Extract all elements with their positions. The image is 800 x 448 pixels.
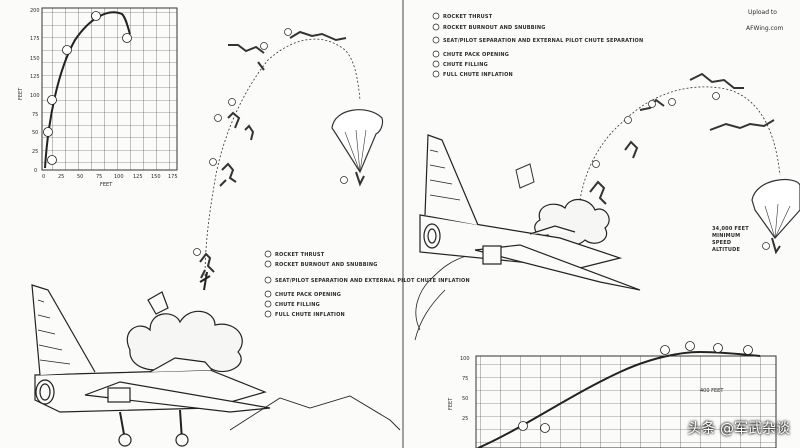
upload-credit: Upload to — [748, 9, 777, 16]
right-trajectory-graph: FEET 100 75 50 25 400 FEET — [448, 341, 777, 448]
left-x-tick: 75 — [96, 174, 102, 180]
right-seat — [515, 163, 535, 189]
right-y-tick: 75 — [462, 376, 468, 382]
left-x-tick: 0 — [42, 174, 45, 180]
left-ejection-path — [193, 28, 384, 281]
left-graph-y-axis-label: FEET — [18, 87, 24, 100]
altitude-note-line: 34,000 FEET — [712, 226, 749, 232]
left-x-tick: 150 — [151, 174, 161, 180]
left-y-tick: 200 — [30, 8, 40, 14]
right-graph-x-label: 400 FEET — [700, 388, 724, 394]
right-smoke-cloud — [534, 199, 610, 247]
left-trajectory-curve — [44, 11, 131, 169]
marker-3-circle — [43, 127, 53, 137]
parachute-pilot — [355, 171, 365, 187]
left-y-tick: 75 — [32, 112, 38, 118]
left-legend-item: SEAT/PILOT SEPARATION AND EXTERNAL PILOT… — [275, 278, 470, 284]
right-legend-item: ROCKET THRUST — [443, 14, 493, 20]
left-trajectory-graph: FEET 200 175 150 125 100 75 50 25 0 0 25… — [18, 7, 178, 188]
right-legend: ROCKET THRUST ROCKET BURNOUT AND SNUBBIN… — [432, 12, 643, 78]
left-y-tick: 150 — [30, 56, 40, 62]
left-legend: ROCKET THRUST ROCKET BURNOUT AND SNUBBIN… — [264, 250, 470, 318]
ejected-seat — [147, 291, 169, 315]
left-graph-x-axis-label: FEET — [100, 182, 113, 188]
right-legend-item: ROCKET BURNOUT AND SNUBBING — [443, 25, 546, 31]
marker-6-circle — [91, 11, 101, 21]
altitude-note: 34,000 FEET MINIMUM SPEED ALTITUDE — [712, 226, 749, 253]
right-pilot-figure-2 — [624, 140, 639, 159]
right-trajectory-curve — [477, 350, 761, 448]
left-x-tick: 100 — [114, 174, 124, 180]
left-y-tick: 125 — [30, 74, 40, 80]
left-y-tick: 100 — [30, 93, 40, 99]
left-x-tick: 175 — [168, 174, 178, 180]
marker-7-circle — [122, 33, 132, 43]
left-y-tick: 175 — [30, 36, 40, 42]
right-pilot-figure-1 — [589, 180, 607, 205]
marker-4-circle — [47, 95, 57, 105]
seat-figure — [244, 124, 255, 141]
right-y-tick: 25 — [462, 416, 468, 422]
left-legend-item: CHUTE FILLING — [275, 302, 320, 308]
left-legend-item: ROCKET BURNOUT AND SNUBBING — [275, 262, 378, 268]
left-aircraft-illustration — [31, 271, 401, 447]
pilot-figure-5 — [289, 30, 347, 42]
left-x-tick: 50 — [77, 174, 83, 180]
left-y-tick: 25 — [32, 149, 38, 155]
right-y-tick: 100 — [460, 356, 470, 362]
left-y-tick: 50 — [32, 130, 38, 136]
left-x-tick: 25 — [58, 174, 64, 180]
right-ejection-path — [515, 72, 800, 255]
right-aircraft-illustration — [414, 134, 641, 341]
right-legend-item: FULL CHUTE INFLATION — [443, 72, 513, 78]
right-parachute-canopy — [751, 178, 800, 239]
right-pilot-figure-5 — [709, 119, 775, 131]
altitude-note-line: ALTITUDE — [712, 247, 741, 253]
left-y-tick: 0 — [34, 168, 37, 174]
marker-5-circle — [62, 45, 72, 55]
watermark: 头条 @军武杂谈 — [687, 421, 790, 437]
altitude-note-line: SPEED — [712, 240, 731, 246]
pilot-figure-1 — [199, 252, 215, 279]
left-legend-item: FULL CHUTE INFLATION — [275, 312, 345, 318]
right-y-tick: 50 — [462, 396, 468, 402]
left-legend-item: ROCKET THRUST — [275, 252, 325, 258]
right-legend-item: SEAT/PILOT SEPARATION AND EXTERNAL PILOT… — [443, 38, 643, 44]
right-legend-item: CHUTE PACK OPENING — [443, 52, 509, 58]
site-credit: AFWing.com — [746, 25, 784, 32]
pilot-figure-4 — [228, 44, 265, 71]
right-pilot-figure-4 — [689, 72, 744, 89]
marker-1-circle — [47, 155, 57, 165]
left-legend-item: CHUTE PACK OPENING — [275, 292, 341, 298]
altitude-note-line: MINIMUM — [712, 233, 740, 239]
pilot-figure-3 — [227, 111, 241, 129]
pilot-figure-2 — [219, 162, 237, 187]
right-legend-item: CHUTE FILLING — [443, 62, 488, 68]
right-graph-y-axis-label: FEET — [448, 397, 454, 410]
left-x-tick: 125 — [133, 174, 143, 180]
